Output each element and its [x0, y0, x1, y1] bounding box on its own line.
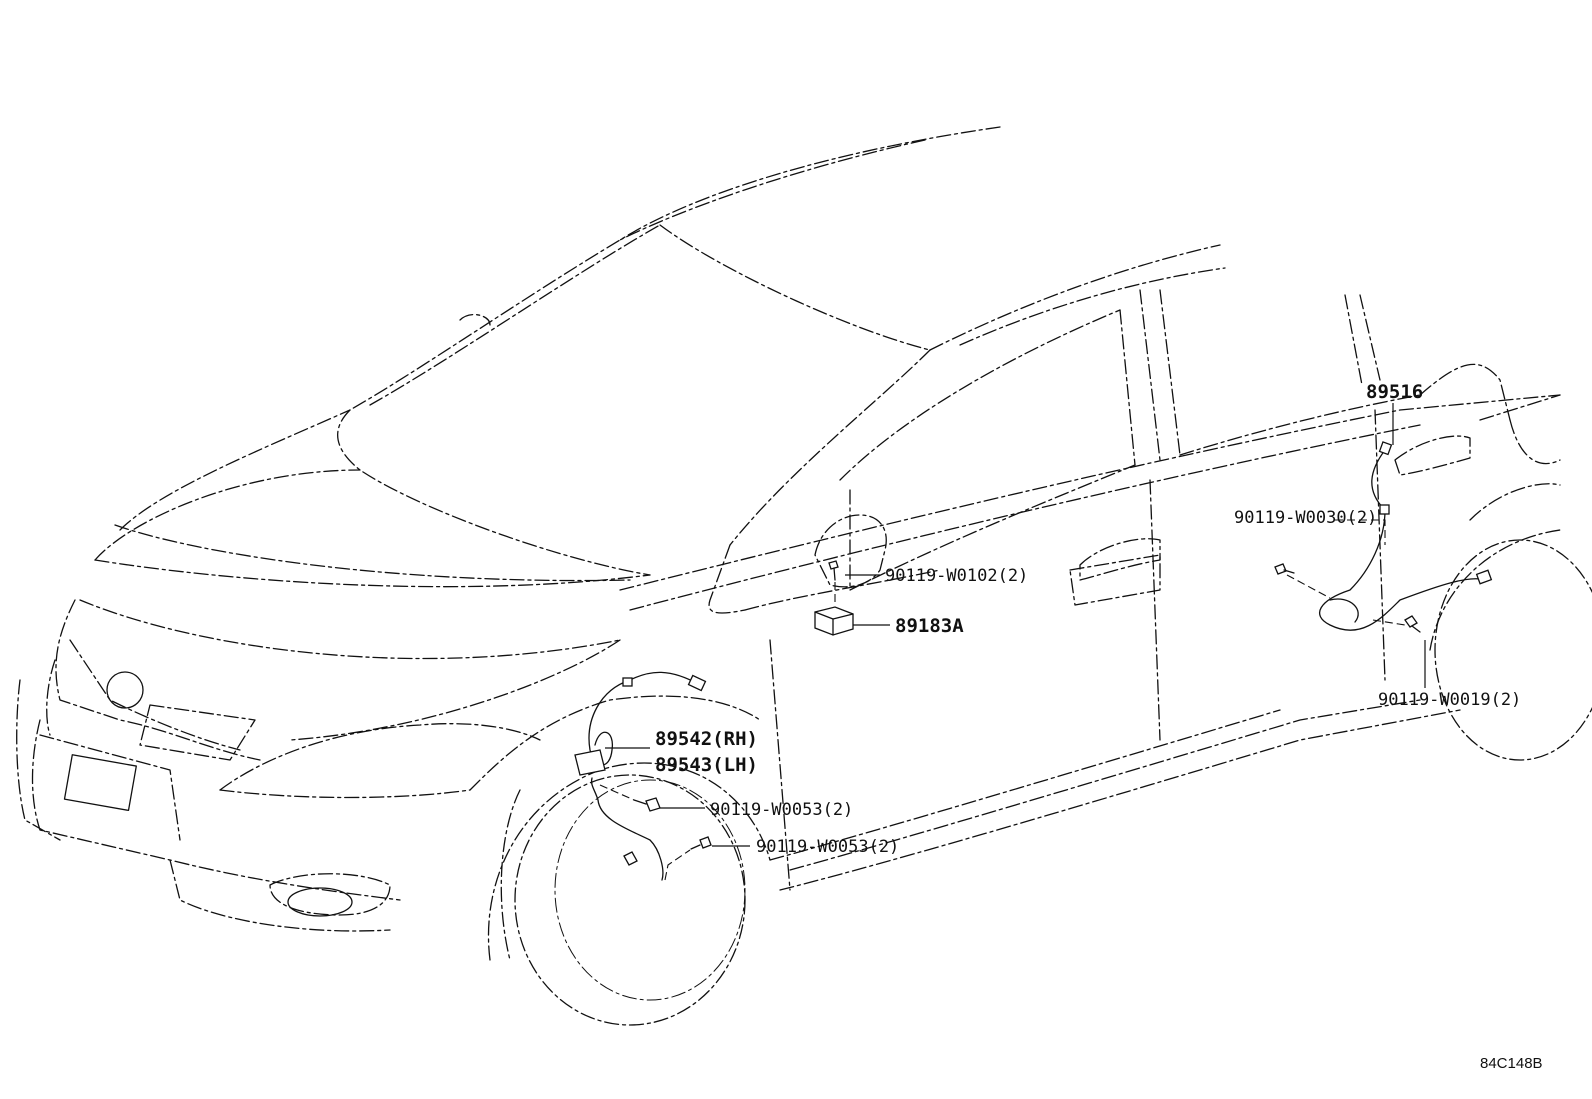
leader-lines — [599, 403, 1426, 881]
callout-89542-rh: 89542(RH) — [655, 728, 758, 750]
callout-90119-w0019: 90119-W0019(2) — [1378, 690, 1521, 710]
bolt-90119-w0019 — [1404, 615, 1421, 633]
rear-speed-sensor-harness — [1318, 441, 1493, 631]
callout-90119-w0053-upper: 90119-W0053(2) — [710, 800, 853, 820]
callout-90119-w0102: 90119-W0102(2) — [885, 566, 1028, 586]
bolt-90119-w0102 — [828, 560, 839, 581]
callout-89516: 89516 — [1366, 381, 1423, 403]
callout-90119-w0053-lower: 90119-W0053(2) — [756, 837, 899, 857]
car-body-outline — [16, 126, 1592, 1026]
yaw-rate-sensor-89183a — [814, 606, 854, 636]
callout-89183a: 89183A — [895, 615, 964, 637]
bolt-90119-w0053-upper — [633, 797, 661, 812]
front-speed-sensor-harness — [574, 671, 707, 881]
callout-90119-w0030: 90119-W0030(2) — [1234, 508, 1377, 528]
bolt-90119-w0030 — [1274, 563, 1295, 575]
callout-89543-lh: 89543(LH) — [655, 754, 758, 776]
diagram-code: 84C148B — [1480, 1055, 1543, 1072]
bolt-90119-w0053-lower — [690, 836, 712, 850]
